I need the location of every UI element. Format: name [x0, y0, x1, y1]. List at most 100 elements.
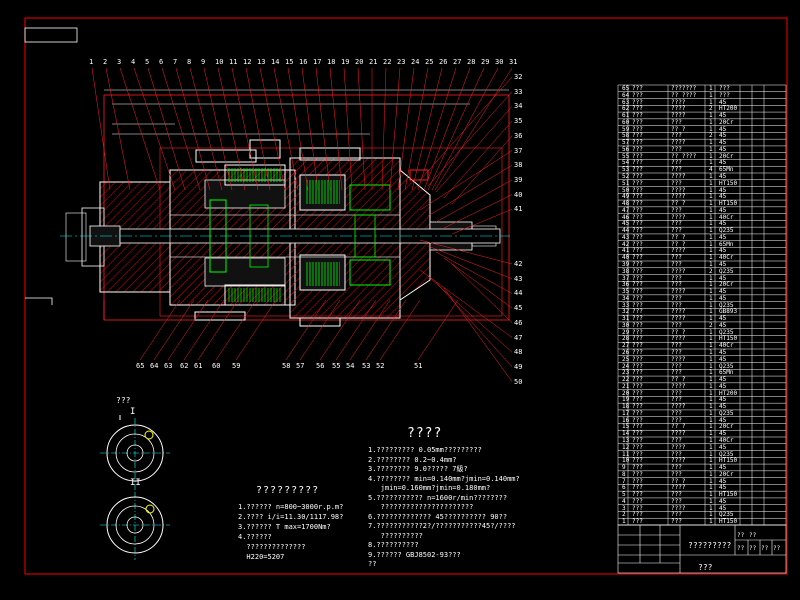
bom-cell: 28 [622, 335, 630, 343]
bom-cell: 20Cr [719, 423, 734, 431]
balloon-22: 22 [383, 58, 392, 66]
bom-cell: 45 [622, 220, 630, 228]
bom-cell: HT150 [719, 491, 738, 499]
bom-cell: ??? [671, 132, 682, 140]
bom-cell: Q235 [719, 511, 734, 519]
balloon-43: 43 [514, 274, 523, 283]
bom-cell: 1 [709, 491, 713, 499]
balloon-15: 15 [285, 58, 294, 66]
bom-cell: ??? [632, 193, 643, 201]
bom-cell: 65 [622, 85, 630, 92]
bom-cell: HT200 [719, 389, 738, 397]
bom-cell: 1 [709, 443, 713, 451]
balloon-11: 11 [229, 58, 238, 66]
balloon-12: 12 [243, 58, 252, 66]
bom-cell: ?? ? [671, 477, 686, 485]
bom-cell: 1 [709, 145, 713, 153]
balloon-48: 48 [514, 348, 523, 357]
bom-cell: ??? [671, 145, 682, 153]
bom-cell: ??? [632, 369, 643, 377]
bom-cell: ??? [632, 267, 643, 275]
bom-cell: Q235 [719, 227, 734, 235]
bom-cell: ??? [632, 145, 643, 153]
title-cell: ?? [773, 545, 781, 552]
bom-cell: ??? [632, 430, 643, 438]
bom-cell: ??? [632, 186, 643, 194]
section-view-i [100, 415, 170, 490]
balloon-10: 10 [215, 58, 224, 66]
bom-cell: ???? [671, 193, 686, 201]
balloon-19: 19 [341, 58, 350, 66]
bom-cell: 2 [709, 132, 713, 140]
bom-cell: 9 [622, 464, 626, 472]
balloon-1: 1 [89, 58, 94, 66]
bom-cell: 40Cr [719, 213, 734, 221]
bom-cell: ??? [632, 511, 643, 519]
bom-cell: ??? [632, 416, 643, 424]
note-line: 8.?????????? [368, 541, 419, 549]
bom-cell: ??? [671, 166, 682, 174]
note-line: 1.????????? 0.05mm????????? [368, 446, 482, 454]
bom-cell: 25 [622, 355, 630, 363]
bom-cell: ??? [671, 179, 682, 187]
bom-cell: 23 [622, 369, 630, 377]
bom-cell: ??????? [671, 85, 697, 92]
bom-cell: 64 [622, 91, 630, 99]
bom-cell: ??? [632, 139, 643, 147]
bom-cell: ??? [632, 85, 643, 92]
note-line: jmin=0.160mm?jmin=0.180mm? [368, 484, 491, 492]
bom-cell: 1 [709, 396, 713, 404]
bom-cell: ??? [671, 159, 682, 167]
bom-cell: ???? [671, 457, 686, 465]
bom-cell: ??? [719, 85, 730, 92]
bom-cell: 45 [719, 416, 727, 424]
bom-cell: ??? [719, 91, 730, 99]
bom-cell: ???? [671, 139, 686, 147]
bom-cell: 1 [709, 423, 713, 431]
drawing-name: ????????? [688, 541, 732, 550]
bom-cell: ??? [632, 328, 643, 336]
bom-cell: Q235 [719, 301, 734, 309]
bom-cell: ??? [632, 274, 643, 282]
bom-cell: 1 [709, 173, 713, 180]
bom-cell: 45 [719, 125, 727, 133]
bom-cell: ???? [671, 504, 686, 512]
balloon-61: 61 [194, 362, 203, 370]
bom-cell: 20Cr [719, 281, 734, 289]
bom-cell: ??? [632, 409, 643, 417]
balloon-62: 62 [180, 362, 189, 370]
balloon-28: 28 [467, 58, 476, 66]
bom-cell: 56 [622, 145, 630, 153]
bom-cell: 1 [709, 91, 713, 99]
bom-cell: 27 [622, 342, 630, 350]
bom-cell: ??? [632, 497, 643, 505]
bom-cell: 51 [622, 179, 630, 187]
bom-cell: 1 [622, 518, 626, 526]
bom-cell: 45 [719, 186, 727, 194]
bom-cell: 19 [622, 396, 630, 404]
spec-line: H220=5207 [238, 553, 285, 561]
bom-cell: HT150 [719, 335, 738, 343]
bom-cell: 4 [709, 166, 713, 174]
balloon-59: 59 [232, 362, 241, 370]
section-view-ii [100, 492, 170, 560]
sectional-view [60, 67, 513, 382]
bom-cell: 1 [709, 430, 713, 438]
balloon-20: 20 [355, 58, 364, 66]
balloon-32: 32 [514, 73, 523, 81]
bom-cell: 45 [719, 274, 727, 282]
bom-cell: ??? [671, 349, 682, 356]
bom-cell: 48 [622, 200, 630, 208]
